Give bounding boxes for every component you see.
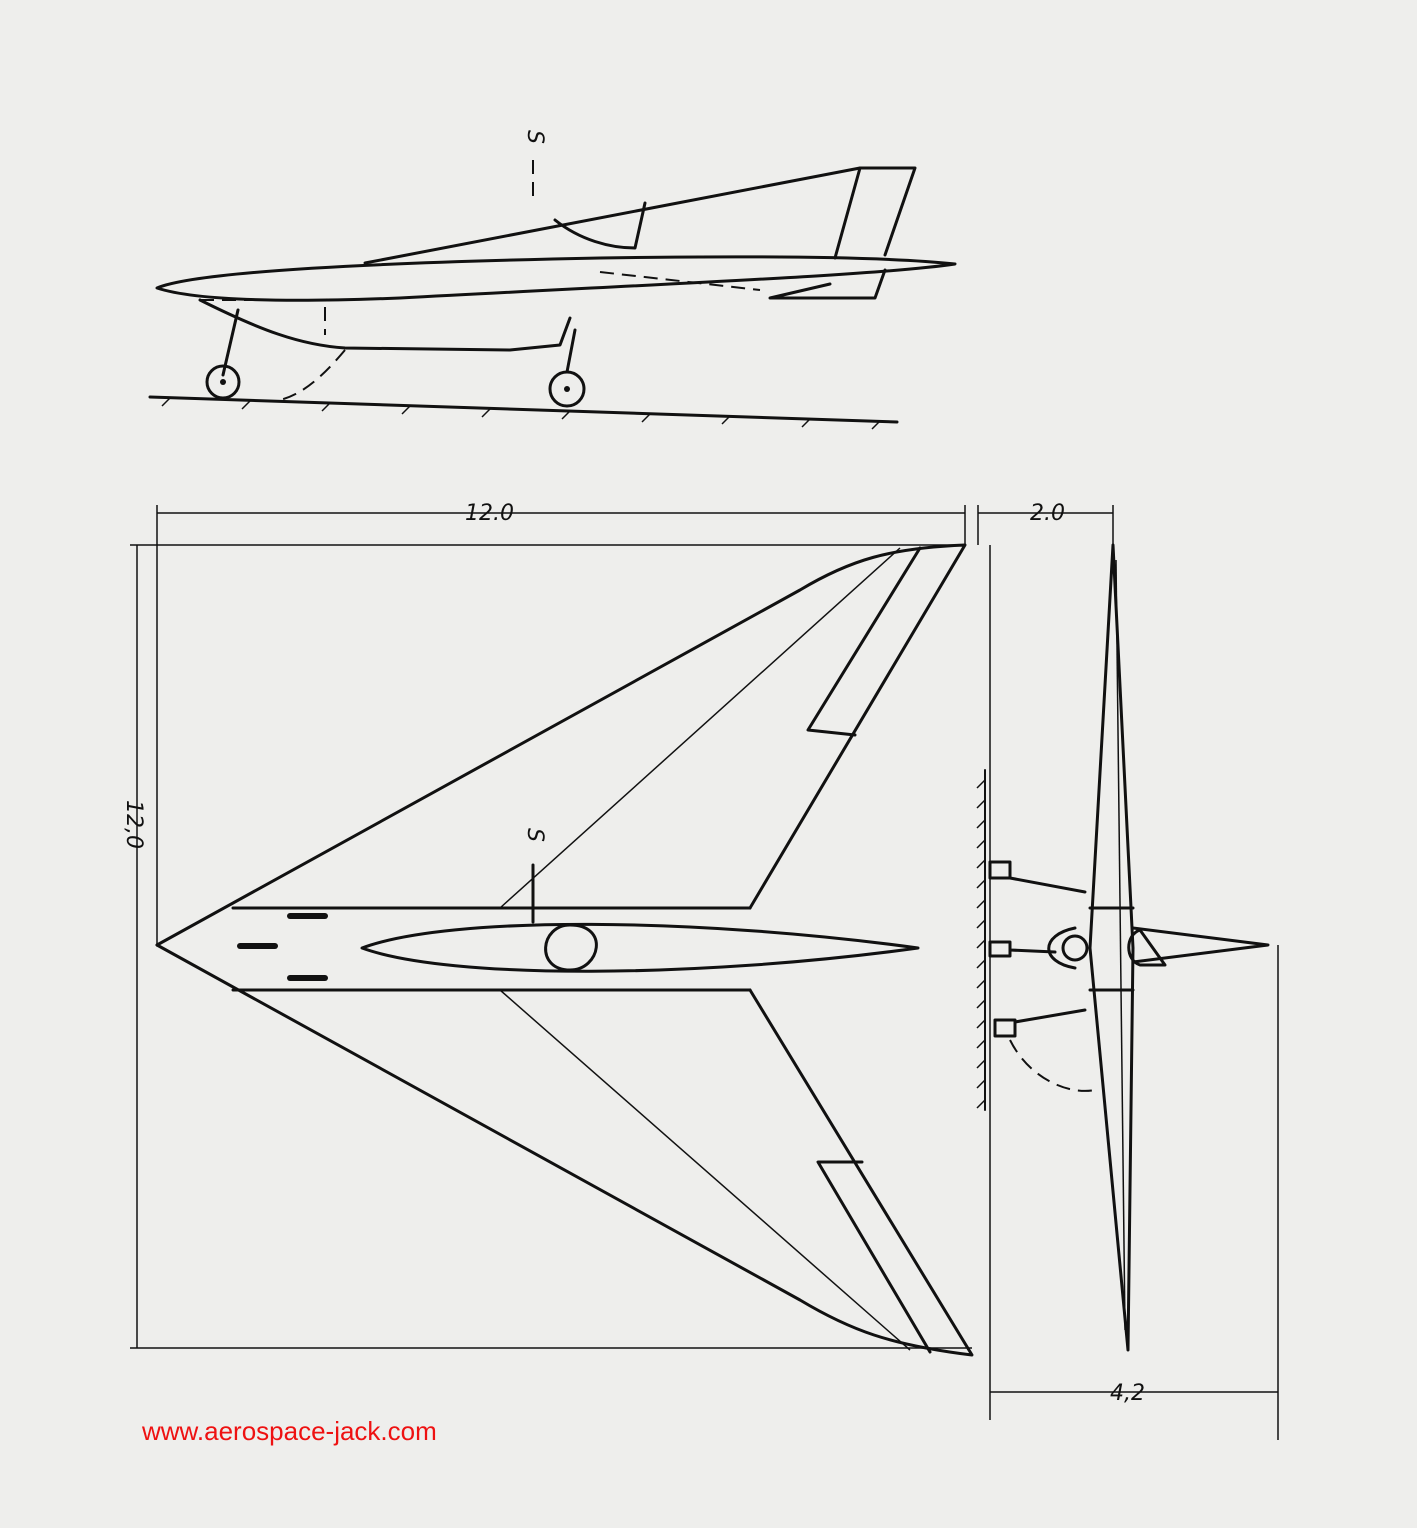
dim-width: 4,2 (1110, 1381, 1145, 1406)
section-marker-plan: S (522, 828, 547, 842)
section-marker-side: S (522, 130, 547, 144)
dim-height: 2.0 (1030, 501, 1065, 526)
watermark-url[interactable]: www.aerospace-jack.com (142, 1416, 437, 1446)
dim-length: 12,0 (121, 800, 146, 849)
plan-view (130, 505, 974, 1357)
dim-span: 12.0 (465, 501, 514, 526)
side-view (148, 160, 957, 430)
front-view (976, 505, 1279, 1440)
